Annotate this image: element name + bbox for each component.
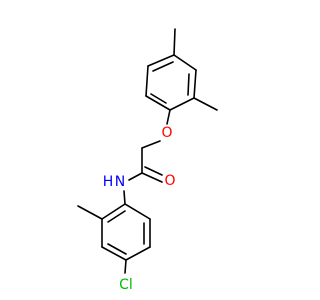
- carbonyl-oxygen-label: O: [164, 173, 175, 189]
- dimethylphenyl-ring: [145, 54, 197, 111]
- amide-hydrogen-label: H: [103, 174, 114, 190]
- bond-nitrogen-ring: [123, 190, 126, 205]
- carbonyl-double-bond-b: [144, 166, 163, 176]
- bond-oxygen-ch2: [141, 140, 161, 149]
- chlorine-label: Cl: [119, 277, 133, 293]
- bond-ring-oxygen: [166, 109, 171, 125]
- molecule-diagram: O O N H Cl: [77, 28, 218, 293]
- methyl-bond-ortho: [193, 97, 218, 111]
- amide-nitrogen-label: N: [115, 174, 125, 190]
- chloromethylphenyl-ring: [101, 203, 151, 261]
- bond-carbonyl-nitrogen: [128, 172, 143, 181]
- methyl-bond-lower: [77, 205, 103, 220]
- carbonyl-double-bond-a: [141, 172, 163, 183]
- methyl-bond-top: [173, 28, 176, 56]
- bond-ring-chlorine: [124, 259, 127, 274]
- ether-oxygen-label: O: [161, 125, 172, 141]
